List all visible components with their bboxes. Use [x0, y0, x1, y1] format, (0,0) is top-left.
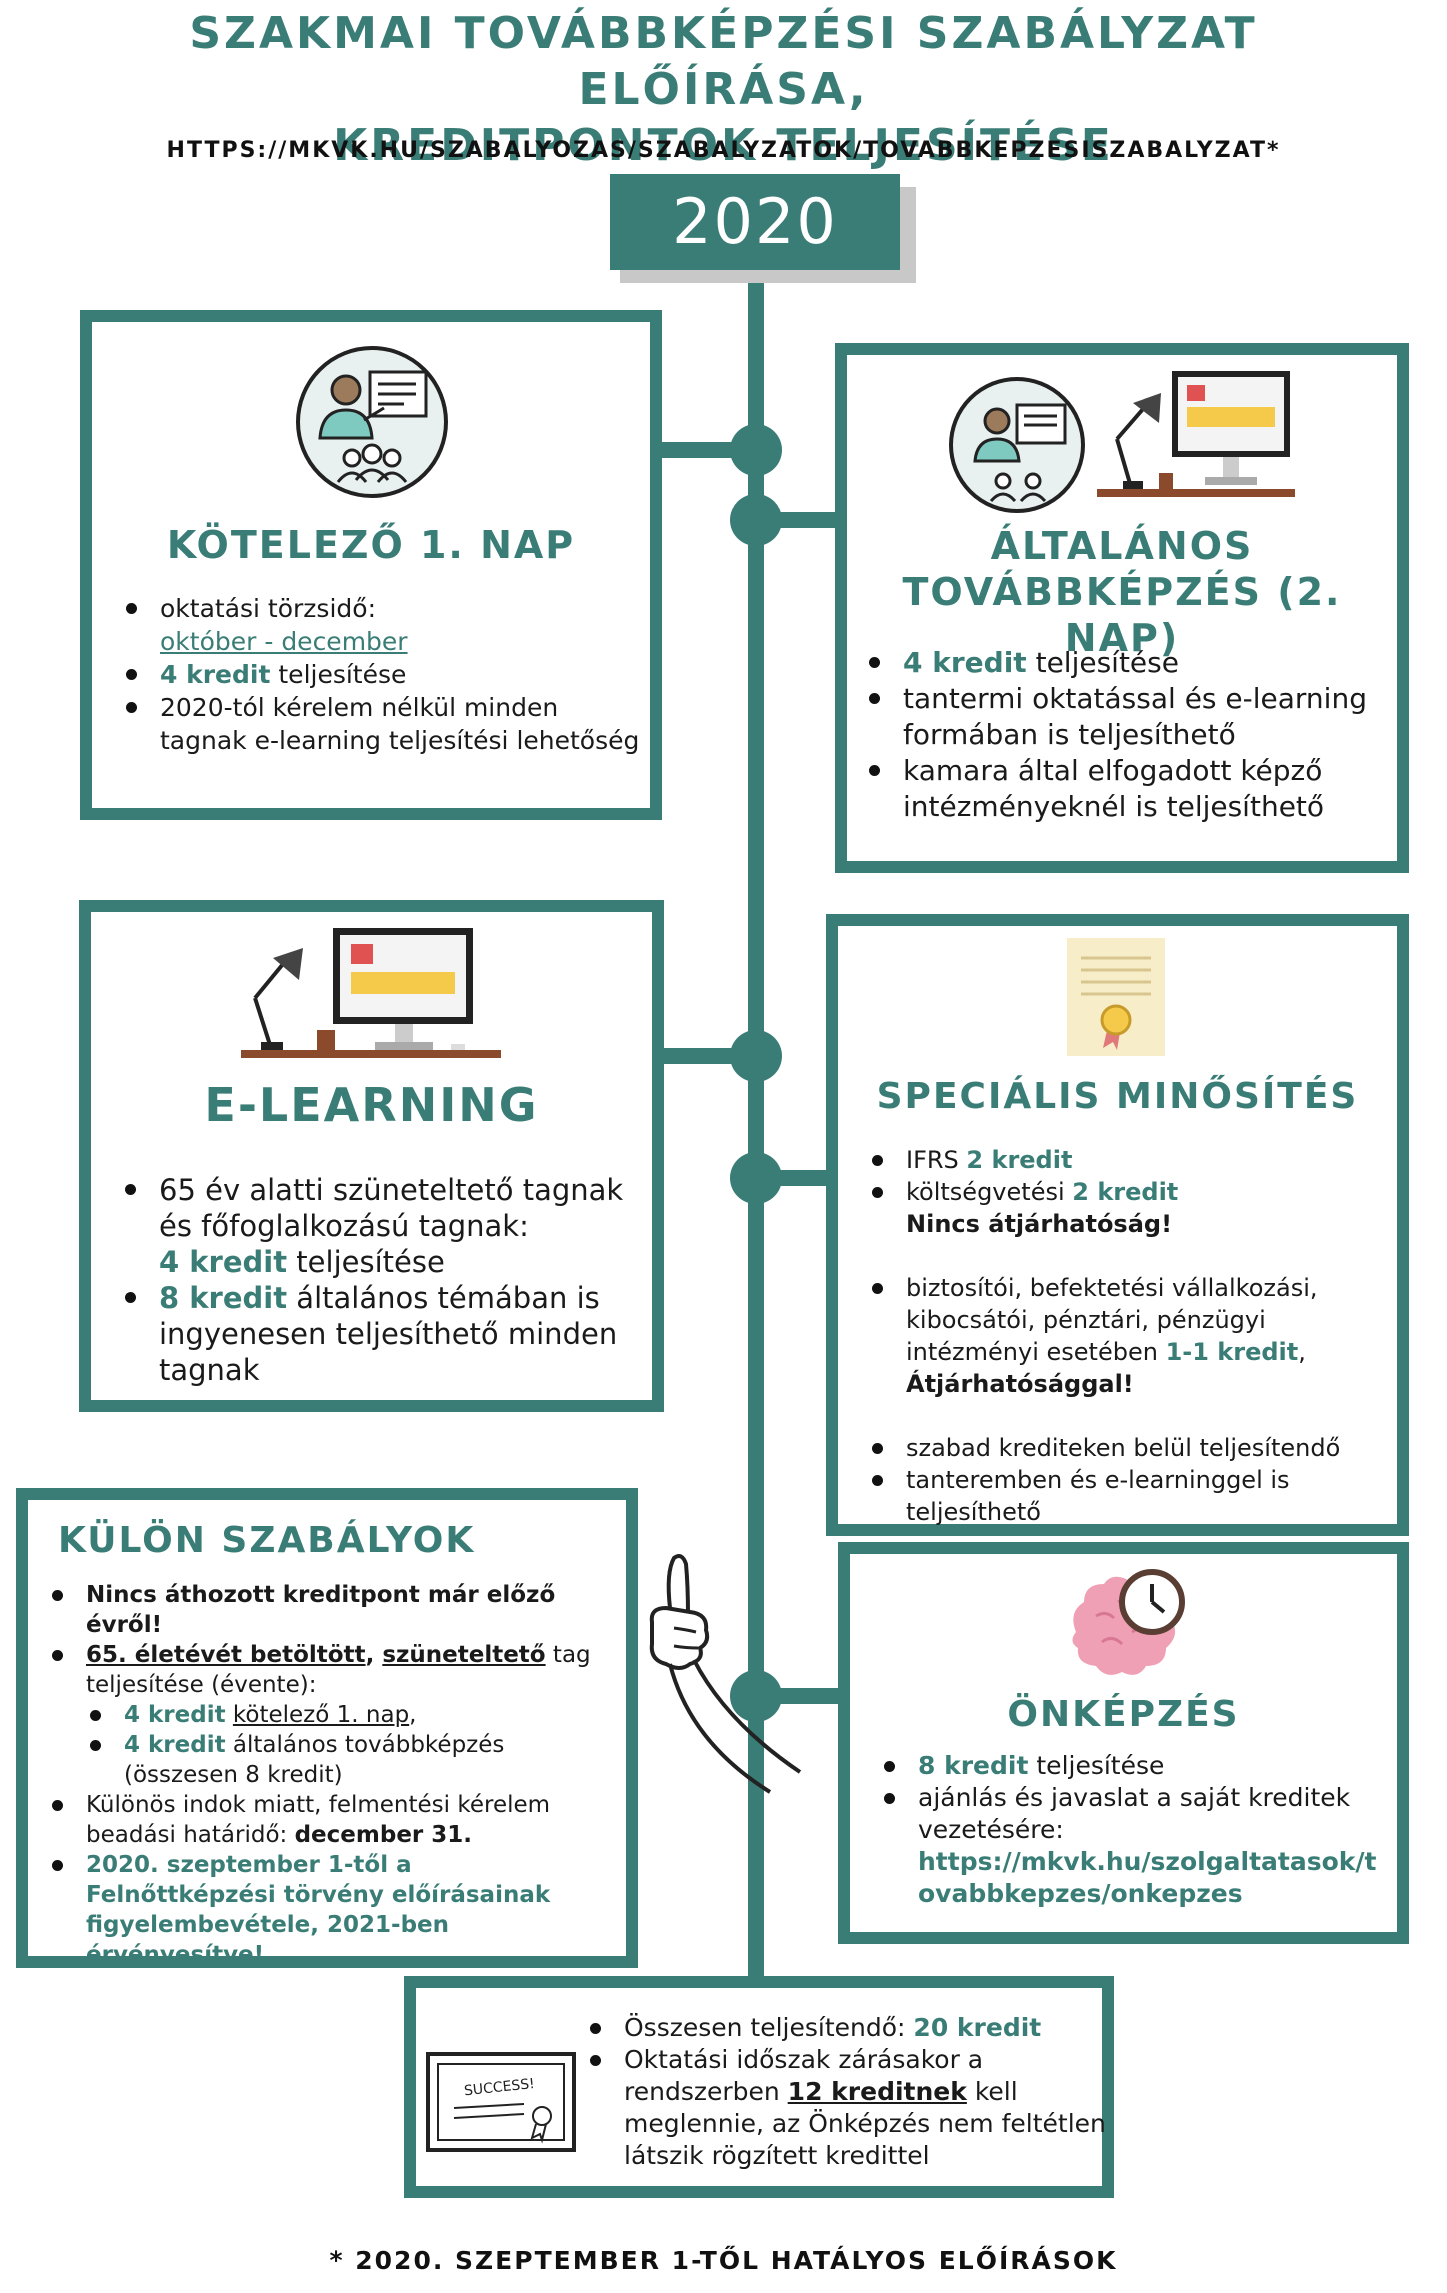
- box-specialis: SPECIÁLIS MINŐSÍTÉS IFRS 2 kredit költsé…: [826, 914, 1409, 1536]
- list-item: 4 kredit általános továbbképzés (összese…: [86, 1730, 608, 1790]
- list-item: 4 kredit kötelező 1. nap,: [86, 1700, 608, 1730]
- list-item: 2020-tól kérelem nélkül minden tagnak e-…: [122, 691, 642, 757]
- page-title-line2: KREDITPONTOK TELJESÍTÉSE: [333, 120, 1114, 171]
- specialis-title: SPECIÁLIS MINŐSÍTÉS: [876, 1076, 1359, 1117]
- list-item: 65 év alatti szüneteltető tagnak és főfo…: [121, 1172, 641, 1280]
- list-item: ajánlás és javaslat a saját kreditek vez…: [880, 1782, 1390, 1910]
- altalanos-list: 4 kredit teljesítése tantermi oktatással…: [865, 645, 1395, 825]
- kulon-list: Nincs áthozott kreditpont már előző évrő…: [48, 1580, 608, 1970]
- kotelezo-title: KÖTELEZŐ 1. NAP: [166, 523, 576, 567]
- kulon-sublist: 4 kredit kötelező 1. nap, 4 kredit által…: [86, 1700, 608, 1790]
- kotelezo-list: oktatási törzsidő:október - december 4 k…: [122, 592, 642, 757]
- box-onkepzes: ÖNKÉPZÉS 8 kredit teljesítése ajánlás és…: [838, 1542, 1409, 1944]
- box-summary: SUCCESS! Összesen teljesítendő: 20 kredi…: [404, 1976, 1114, 2198]
- timeline-node: [730, 1152, 782, 1204]
- elearning-list: 65 év alatti szüneteltető tagnak és főfo…: [121, 1172, 641, 1388]
- list-item: 8 kredit általános témában is ingyenesen…: [121, 1280, 641, 1388]
- list-item: biztosítói, befektetési vállalkozási, ki…: [868, 1272, 1388, 1400]
- page-title: SZAKMAI TOVÁBBKÉPZÉSI SZABÁLYZAT ELŐÍRÁS…: [60, 6, 1387, 174]
- onkepzes-title: ÖNKÉPZÉS: [1007, 1694, 1240, 1735]
- onkepzes-url-link[interactable]: https://mkvk.hu/szolgaltatasok/tovabbkep…: [918, 1847, 1377, 1908]
- desk-lamp-computer-icon: [241, 928, 501, 1058]
- list-item: Nincs áthozott kreditpont már előző évrő…: [48, 1580, 608, 1640]
- list-item: Oktatási időszak zárásakor a rendszerben…: [586, 2044, 1106, 2172]
- list-item: 65. életévét betöltött, szüneteltető tag…: [48, 1640, 608, 1790]
- certificate-icon: [1067, 938, 1165, 1056]
- pointing-hand-icon: [649, 1554, 802, 1794]
- list-item: tantermi oktatással és e-learning formáb…: [865, 681, 1395, 753]
- summary-list: Összesen teljesítendő: 20 kredit Oktatás…: [586, 2012, 1106, 2172]
- list-item: 2020. szeptember 1-től a Felnőttképzési …: [48, 1850, 608, 1970]
- year-badge: 2020: [610, 174, 900, 270]
- list-item: Összesen teljesítendő: 20 kredit: [586, 2012, 1106, 2044]
- success-label: SUCCESS!: [463, 2076, 535, 2099]
- elearning-title: E-LEARNING: [204, 1078, 539, 1132]
- oktatasi-idoszak-link[interactable]: október - december: [160, 627, 408, 656]
- list-item: IFRS 2 kredit: [868, 1144, 1388, 1176]
- box-altalanos: ÁLTALÁNOS TOVÁBBKÉPZÉS (2. NAP) 4 kredit…: [835, 343, 1409, 873]
- timeline-node: [730, 424, 782, 476]
- list-item: szabad krediteken belül teljesítendő: [868, 1432, 1388, 1464]
- regulation-url[interactable]: HTTPS://MKVK.HU/SZABALYOZAS/SZABALYZATOK…: [166, 138, 1281, 163]
- brain-clock-icon: [1072, 1569, 1185, 1675]
- box-kotelezo: KÖTELEZŐ 1. NAP oktatási törzsidő:októbe…: [80, 310, 662, 820]
- list-item: Különös indok miatt, felmentési kérelem …: [48, 1790, 608, 1850]
- list-item: 4 kredit teljesítése: [865, 645, 1395, 681]
- list-item: kamara által elfogadott képző intézménye…: [865, 753, 1395, 825]
- list-item: tanteremben és e-learninggel is teljesít…: [868, 1464, 1388, 1528]
- list-item: 8 kredit teljesítése: [880, 1750, 1390, 1782]
- box-elearning: E-LEARNING 65 év alatti szüneteltető tag…: [79, 900, 664, 1412]
- footnote: * 2020. SZEPTEMBER 1-TŐL HATÁLYOS ELŐÍRÁ…: [329, 2246, 1118, 2275]
- timeline-node: [730, 1030, 782, 1082]
- timeline-node: [730, 1670, 782, 1722]
- teacher-presentation-icon: [296, 346, 448, 498]
- onkepzes-list: 8 kredit teljesítése ajánlás és javaslat…: [880, 1750, 1390, 1910]
- success-certificate-icon: SUCCESS!: [426, 2052, 576, 2152]
- list-item: 4 kredit teljesítése: [122, 658, 642, 691]
- timeline-spine: [748, 264, 764, 1984]
- teacher-and-computer-icon: [949, 371, 1295, 513]
- kulon-title: KÜLÖN SZABÁLYOK: [58, 1520, 476, 1561]
- timeline-node: [730, 494, 782, 546]
- box-kulon: KÜLÖN SZABÁLYOK Nincs áthozott kreditpon…: [16, 1488, 638, 1968]
- altalanos-title: ÁLTALÁNOS TOVÁBBKÉPZÉS (2. NAP): [902, 524, 1342, 660]
- list-item: oktatási törzsidő:október - december: [122, 592, 642, 658]
- page-title-line1: SZAKMAI TOVÁBBKÉPZÉSI SZABÁLYZAT ELŐÍRÁS…: [189, 8, 1258, 115]
